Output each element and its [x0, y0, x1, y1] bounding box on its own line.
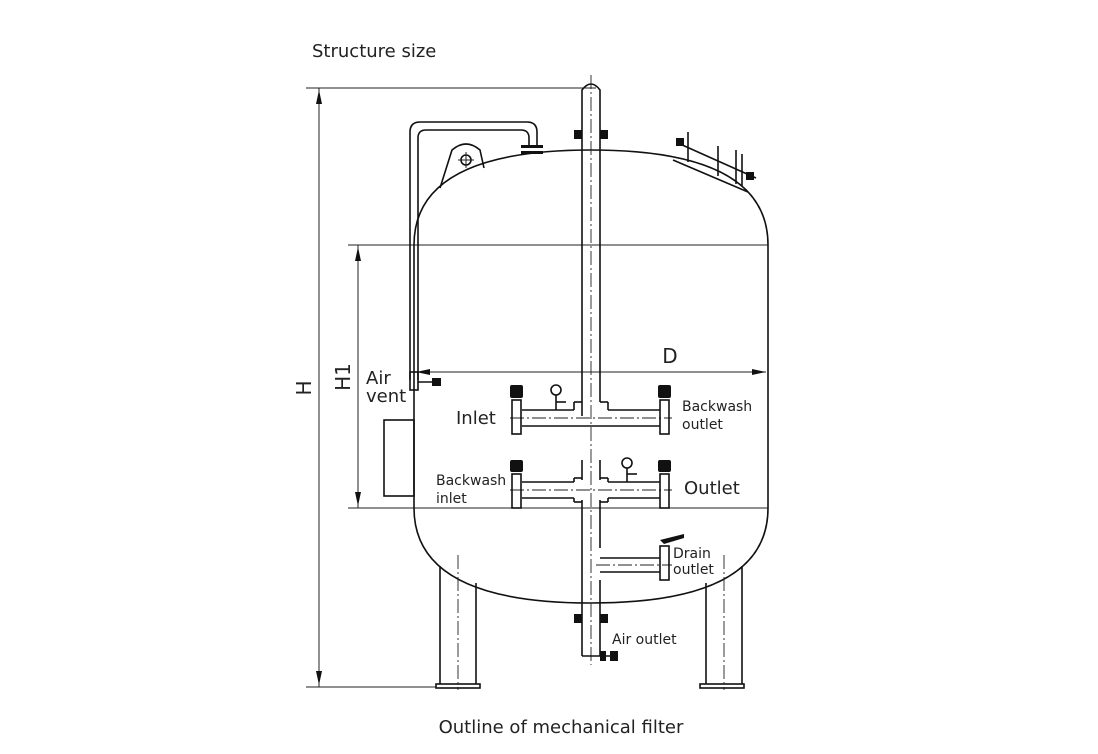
lower-manifold — [510, 457, 672, 509]
upper-manifold — [510, 384, 672, 435]
manhole — [672, 132, 757, 193]
backwash-inlet-label-line2: inlet — [436, 491, 467, 507]
support-legs — [435, 555, 745, 690]
air-outlet-valve — [582, 651, 618, 661]
backwash-outlet-label-line1: Backwash — [682, 399, 752, 415]
air-outlet-label: Air outlet — [612, 632, 677, 648]
drain-outlet — [596, 534, 684, 581]
air-vent-pipe — [409, 121, 543, 391]
central-pipe — [574, 75, 608, 665]
drain-outlet-label-line2: outlet — [673, 562, 714, 578]
figure-caption: Outline of mechanical filter — [439, 717, 684, 738]
inlet-label: Inlet — [456, 408, 496, 429]
dimension-h1-label: H1 — [331, 363, 355, 391]
backwash-outlet-label-line2: outlet — [682, 417, 723, 433]
air-vent-label-line2: vent — [366, 386, 406, 407]
dimension-h-label: H — [292, 380, 316, 395]
page-title: Structure size — [312, 41, 436, 62]
dimension-d-label: D — [662, 344, 677, 368]
backwash-inlet-label-line1: Backwash — [436, 473, 506, 489]
air-vent-label-line1: Air — [366, 368, 391, 389]
control-panel — [383, 419, 415, 497]
drain-outlet-label-line1: Drain — [673, 546, 711, 562]
outlet-label: Outlet — [684, 478, 740, 499]
shell-height-dimension: H1 — [331, 244, 768, 509]
lifting-lug — [439, 143, 485, 189]
total-height-dimension: H — [292, 87, 596, 688]
